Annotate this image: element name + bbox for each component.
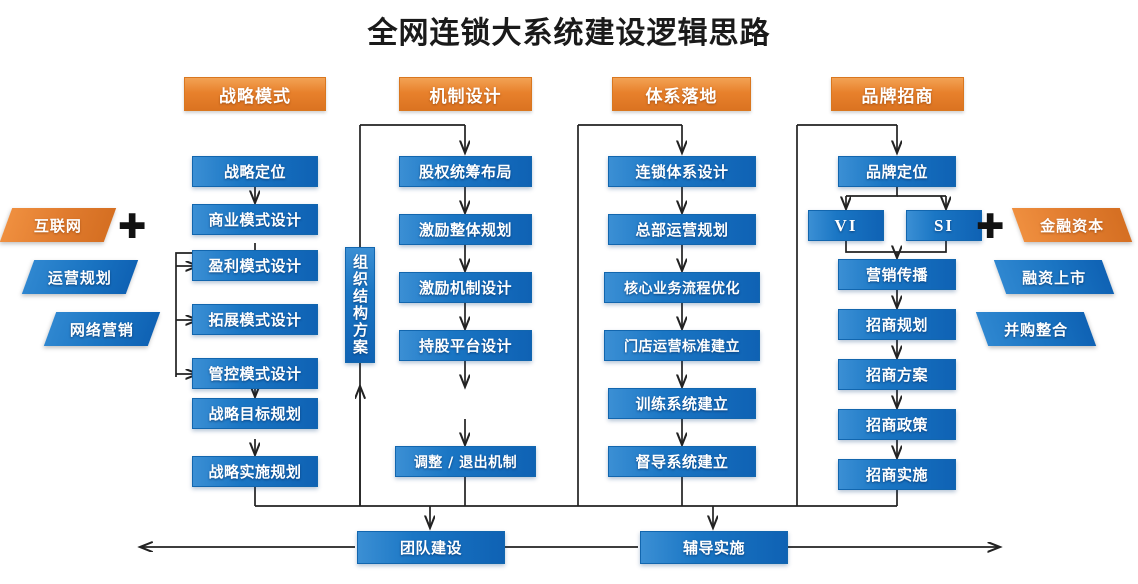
node-holding-platform-design[interactable]: 持股平台设计 xyxy=(399,330,532,361)
node-si[interactable]: SI xyxy=(906,210,982,241)
plus-icon-left: ✚ xyxy=(118,207,147,247)
tag-internet[interactable]: 互联网 xyxy=(0,208,117,242)
page-title: 全网连锁大系统建设逻辑思路 xyxy=(367,16,771,51)
node-strategy-positioning[interactable]: 战略定位 xyxy=(192,156,318,187)
tag-financial-capital[interactable]: 金融资本 xyxy=(1011,208,1133,242)
bottom-spacer xyxy=(0,576,1138,584)
node-marketing-communication[interactable]: 营销传播 xyxy=(838,259,956,290)
tag-network-marketing[interactable]: 网络营销 xyxy=(43,312,161,346)
node-incentive-mechanism-design[interactable]: 激励机制设计 xyxy=(399,272,532,303)
node-strategy-implementation-planning[interactable]: 战略实施规划 xyxy=(192,456,318,487)
node-coaching-implementation[interactable]: 辅导实施 xyxy=(640,531,788,564)
node-adjust-exit-mechanism[interactable]: 调整 / 退出机制 xyxy=(395,446,536,477)
tag-merger-integration[interactable]: 并购整合 xyxy=(975,312,1097,346)
node-investment-execution[interactable]: 招商实施 xyxy=(838,459,956,490)
tag-operation-planning[interactable]: 运营规划 xyxy=(21,260,139,294)
node-business-model-design[interactable]: 商业模式设计 xyxy=(192,204,318,235)
node-equity-layout[interactable]: 股权统筹布局 xyxy=(399,156,532,187)
node-expansion-model-design[interactable]: 拓展模式设计 xyxy=(192,304,318,335)
node-profit-model-design[interactable]: 盈利模式设计 xyxy=(192,250,318,281)
node-training-system[interactable]: 训练系统建立 xyxy=(608,388,756,419)
node-store-operation-standard[interactable]: 门店运营标准建立 xyxy=(604,330,760,361)
node-hq-operation-planning[interactable]: 总部运营规划 xyxy=(608,214,756,245)
node-investment-planning[interactable]: 招商规划 xyxy=(838,309,956,340)
node-chain-system-design[interactable]: 连锁体系设计 xyxy=(608,156,756,187)
node-incentive-overall-planning[interactable]: 激励整体规划 xyxy=(399,214,532,245)
plus-icon-right: ✚ xyxy=(976,207,1005,247)
node-supervision-system[interactable]: 督导系统建立 xyxy=(608,446,756,477)
column-header-system: 体系落地 xyxy=(612,77,751,111)
column-header-brand: 品牌招商 xyxy=(831,77,964,111)
tag-financing-listing[interactable]: 融资上市 xyxy=(993,260,1115,294)
node-investment-policy[interactable]: 招商政策 xyxy=(838,409,956,440)
node-vi[interactable]: VI xyxy=(808,210,884,241)
node-investment-proposal[interactable]: 招商方案 xyxy=(838,359,956,390)
node-control-model-design[interactable]: 管控模式设计 xyxy=(192,358,318,389)
node-core-process-optimization[interactable]: 核心业务流程优化 xyxy=(604,272,760,303)
node-organization-structure-plan[interactable]: 组织结构方案 xyxy=(345,247,375,363)
node-strategic-goal-planning[interactable]: 战略目标规划 xyxy=(192,398,318,429)
column-header-mechanism: 机制设计 xyxy=(399,77,532,111)
node-team-building[interactable]: 团队建设 xyxy=(357,531,505,564)
column-header-strategy: 战略模式 xyxy=(184,77,326,111)
node-brand-positioning[interactable]: 品牌定位 xyxy=(838,156,956,187)
